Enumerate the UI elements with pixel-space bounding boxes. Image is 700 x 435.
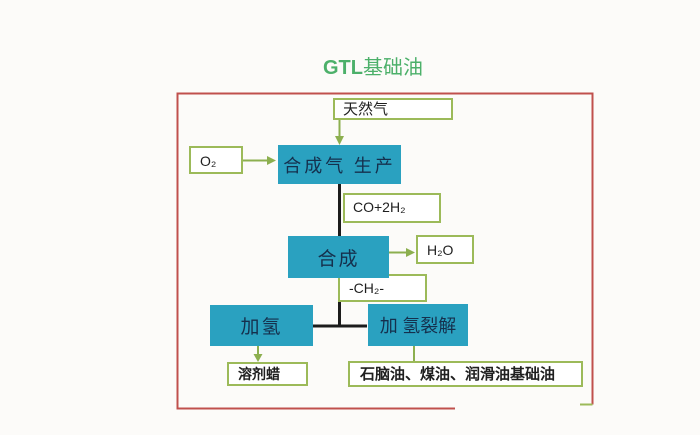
arrow-synthesis-to-h2o bbox=[389, 248, 415, 257]
node-products: 石脑油、煤油、润滑油基础油 bbox=[348, 361, 583, 387]
node-natural-gas: 天然气 bbox=[333, 98, 453, 120]
frame-red-border bbox=[176, 92, 594, 410]
arrow-naturalgas-to-syngas bbox=[335, 120, 344, 145]
arrow-o2-to-syngas bbox=[243, 156, 276, 165]
node-h2o: H₂O bbox=[416, 235, 474, 264]
page-title-cjk: 基础油 bbox=[363, 57, 423, 79]
process-hydrocracking: 加 氢裂解 bbox=[368, 304, 468, 346]
page-title-latin: GTL bbox=[323, 57, 363, 79]
node-co-2h2: CO+2H₂ bbox=[343, 193, 441, 223]
node-ch2: -CH₂- bbox=[338, 274, 427, 302]
process-synthesis: 合成 bbox=[288, 236, 389, 278]
arrow-hydro-to-wax bbox=[253, 346, 263, 362]
page-title: GTL基础油 bbox=[323, 57, 423, 79]
node-o2: O₂ bbox=[189, 146, 243, 174]
process-hydrogenation: 加氢 bbox=[210, 305, 313, 346]
node-solvent-wax: 溶剂蜡 bbox=[227, 362, 308, 386]
process-syngas-production: 合成气 生产 bbox=[278, 145, 401, 184]
